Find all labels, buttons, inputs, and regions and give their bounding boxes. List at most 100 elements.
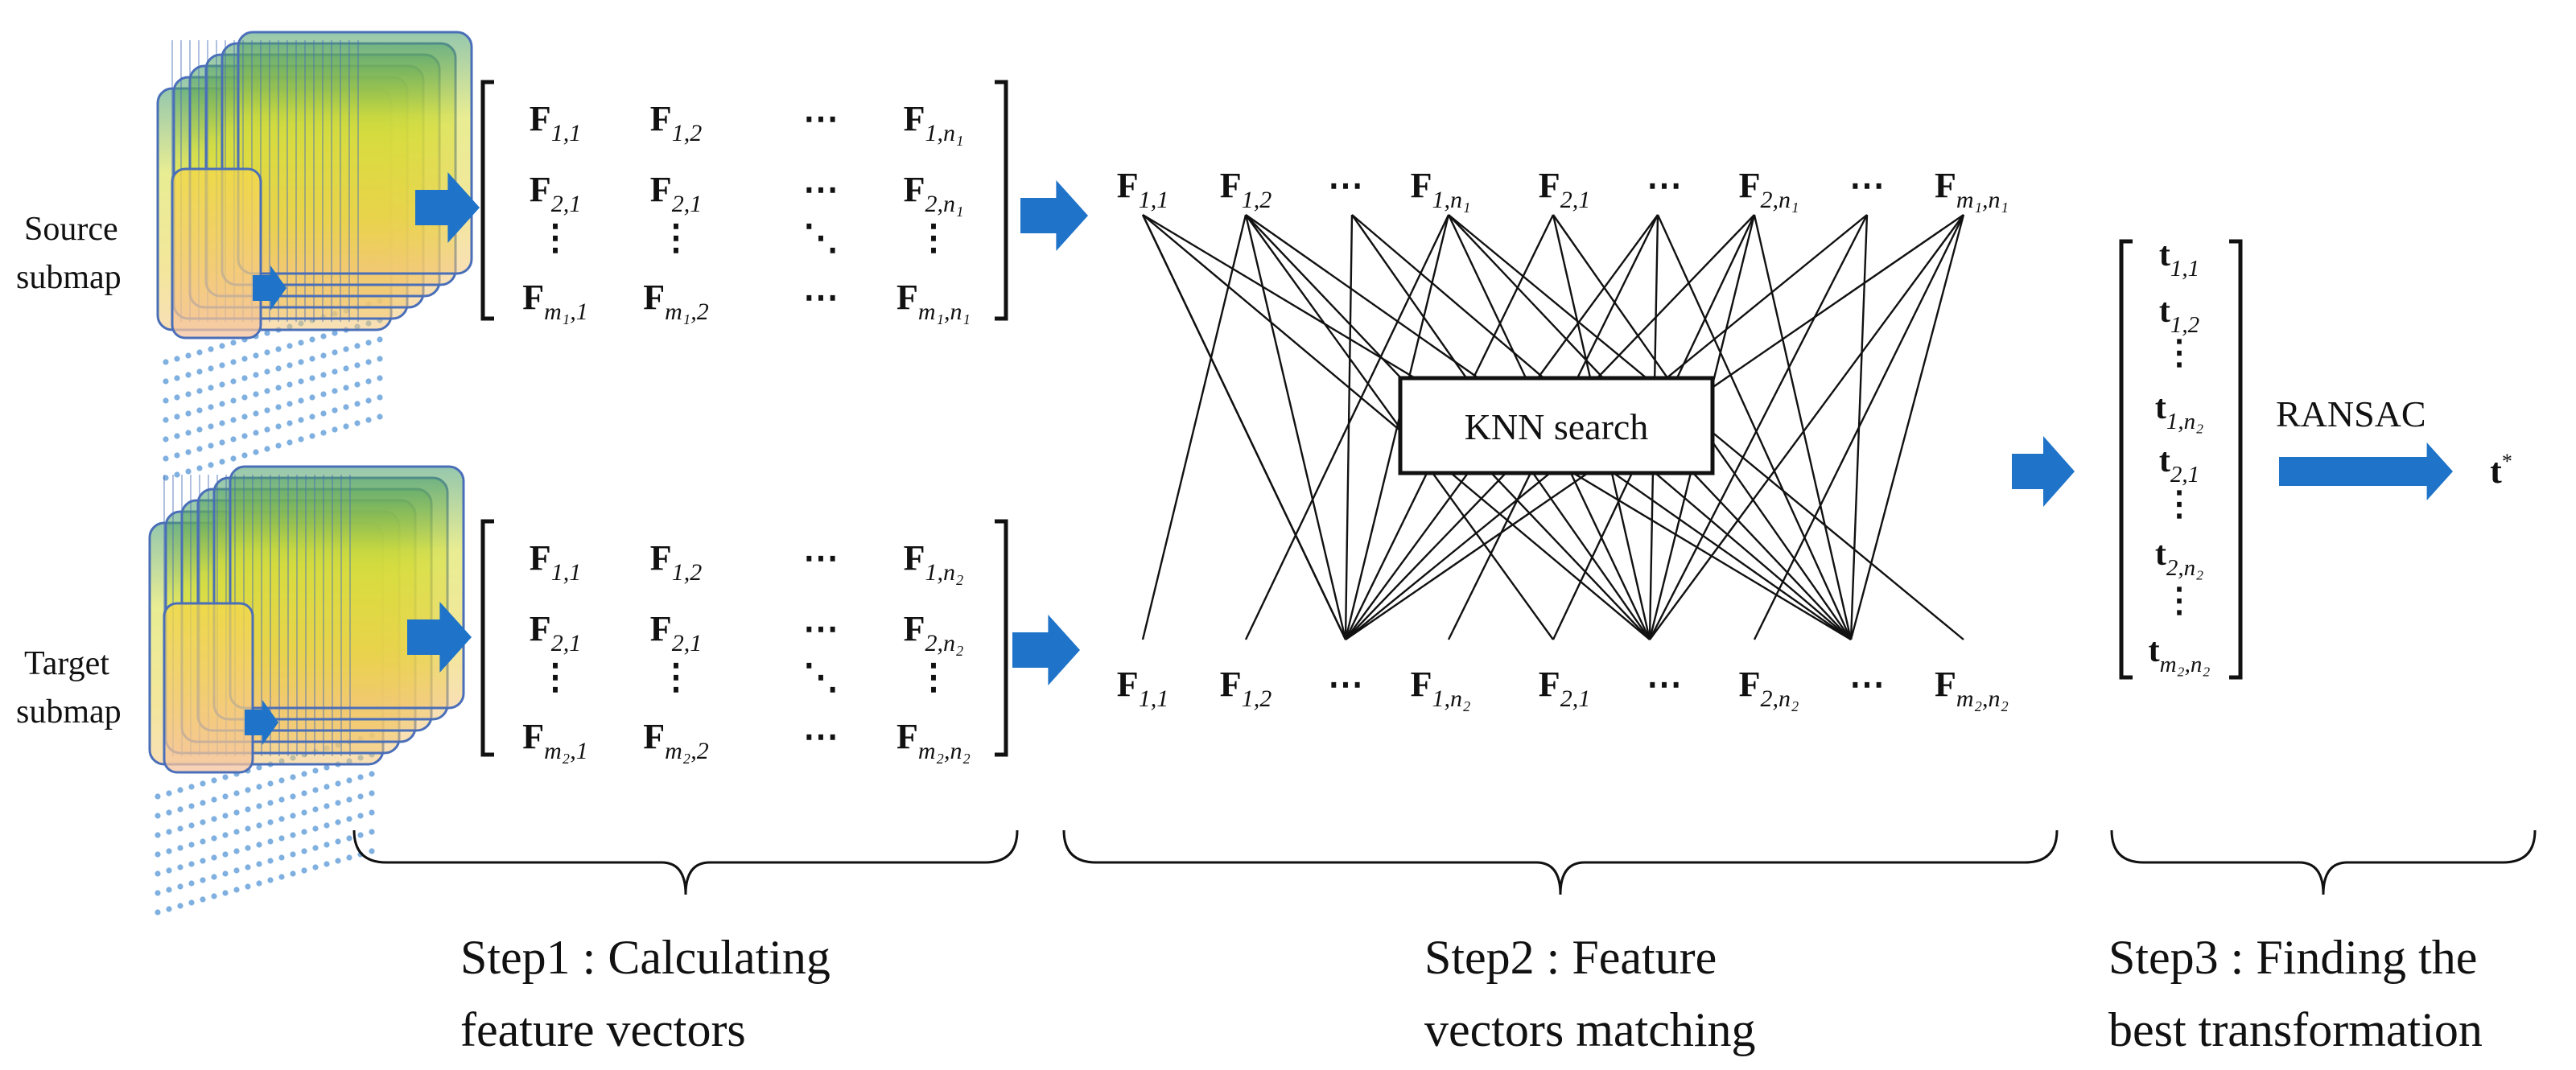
- submap-slice: [237, 31, 473, 275]
- matrix-entry-symbol: F: [904, 609, 925, 648]
- matrix-entry-subscript: 2,1: [672, 630, 703, 656]
- match-line: [1849, 214, 1965, 640]
- grid-dot: [241, 356, 248, 362]
- grid-dot: [309, 356, 315, 362]
- grid-dot: [320, 410, 327, 417]
- grid-dot: [275, 385, 282, 391]
- transform-entry: t2,1: [2159, 442, 2199, 488]
- grid-dot: [245, 825, 251, 832]
- grid-dot: [369, 829, 375, 835]
- grid-dot: [324, 822, 330, 829]
- transform-entry-symbol: t: [2159, 442, 2170, 479]
- grid-dot: [335, 800, 341, 806]
- grid-dot: [174, 356, 180, 362]
- grid-dot: [188, 861, 195, 867]
- grid-dot: [222, 774, 229, 780]
- grid-dot: [230, 417, 237, 423]
- grid-dot: [256, 861, 262, 867]
- grid-dot: [163, 436, 169, 442]
- step1-caption-line2: feature vectors: [460, 1003, 746, 1056]
- bottom-row-feature-subscript: 2,n₂: [1760, 685, 1799, 712]
- grid-dot: [357, 813, 364, 819]
- grid-dot: [256, 803, 262, 809]
- bottom-row-feature-subscript: 1,1: [1139, 685, 1169, 712]
- grid-dot: [309, 414, 315, 420]
- grid-dot: [219, 362, 225, 368]
- grid-dot: [332, 349, 338, 356]
- grid-dot: [298, 436, 304, 442]
- top-row-feature: F1,n₁: [1411, 166, 1471, 213]
- grid-dot: [208, 442, 214, 449]
- grid-dot: [301, 848, 307, 854]
- grid-dot: [275, 404, 282, 410]
- match-line: [1141, 214, 1347, 640]
- grid-dot: [253, 352, 259, 359]
- matrix-entry-symbol: F: [650, 538, 672, 578]
- grid-dot: [354, 381, 361, 388]
- grid-dot: [155, 870, 161, 877]
- grid-dot: [343, 365, 349, 372]
- grid-dot: [245, 845, 251, 851]
- grid-dot: [369, 790, 375, 796]
- matrix-entry-subscript: 1,2: [672, 559, 703, 586]
- matrix-entry: F1,n₂: [904, 538, 964, 586]
- grid-dot: [177, 883, 183, 890]
- grid-dot: [346, 835, 352, 842]
- grid-dot: [177, 903, 183, 909]
- flow-arrow: [2279, 442, 2453, 500]
- grid-dot: [335, 780, 341, 787]
- matrix-entry: ⋮: [538, 218, 573, 257]
- grid-dot: [290, 793, 296, 800]
- grid-dot: [241, 433, 248, 439]
- grid-dot: [163, 397, 169, 404]
- grid-dot: [177, 845, 183, 851]
- bottom-row-feature-symbol: F: [1411, 665, 1432, 704]
- matrix-entry-symbol: F: [896, 717, 918, 756]
- grid-dot: [298, 417, 304, 423]
- transform-entry: t1,n₂: [2155, 389, 2203, 434]
- grid-dot: [324, 803, 330, 809]
- grid-dot: [369, 848, 375, 854]
- bottom-row-feature-symbol: F: [1539, 665, 1560, 704]
- matrix-entry-subscript: 1,1: [551, 559, 582, 586]
- transform-entry-subscript: m₂,n₂: [2160, 652, 2211, 677]
- grid-dot: [200, 780, 206, 787]
- grid-dot: [320, 372, 327, 378]
- grid-dot: [166, 906, 172, 912]
- grid-dot: [354, 362, 361, 368]
- grid-dot: [241, 394, 248, 401]
- grid-dot: [196, 426, 203, 433]
- matrix-entry: ⋮: [658, 657, 694, 697]
- flow-arrow: [2012, 436, 2075, 507]
- grid-dot: [267, 858, 274, 864]
- grid-dot: [177, 787, 183, 793]
- grid-dot: [278, 796, 285, 803]
- grid-dot: [290, 851, 296, 858]
- matrix-entry-subscript: 1,1: [551, 120, 582, 146]
- bottom-row-feature: ⋯: [1647, 665, 1682, 704]
- bottom-row-feature: Fm₂,n₂: [1935, 665, 2009, 712]
- grid-dot: [343, 423, 349, 430]
- grid-dot: [335, 838, 341, 845]
- grid-dot: [174, 414, 180, 420]
- grid-dot: [264, 368, 270, 375]
- matrix-entry: ⋮: [916, 218, 951, 257]
- grid-dot: [278, 835, 285, 842]
- matrix-entry-subscript: 2,1: [551, 630, 582, 656]
- grid-dot: [320, 333, 327, 340]
- grid-dot: [365, 397, 372, 404]
- bottom-row-feature: F1,2: [1220, 665, 1272, 712]
- matrix-entry-subscript: m₁,1: [544, 298, 588, 325]
- grid-dot: [196, 349, 203, 356]
- grid-dot: [264, 349, 270, 356]
- matrix-entry: F2,n₂: [904, 609, 964, 656]
- result-transform-superscript: *: [2502, 450, 2512, 473]
- grid-dot: [264, 407, 270, 414]
- result-transform: t*: [2490, 450, 2512, 491]
- matrix-entry-subscript: m₁,2: [665, 298, 709, 325]
- knn-search-label: KNN search: [1465, 406, 1649, 447]
- grid-dot: [298, 359, 304, 365]
- matrix-entry-symbol: F: [643, 278, 665, 317]
- grid-dot: [241, 414, 248, 420]
